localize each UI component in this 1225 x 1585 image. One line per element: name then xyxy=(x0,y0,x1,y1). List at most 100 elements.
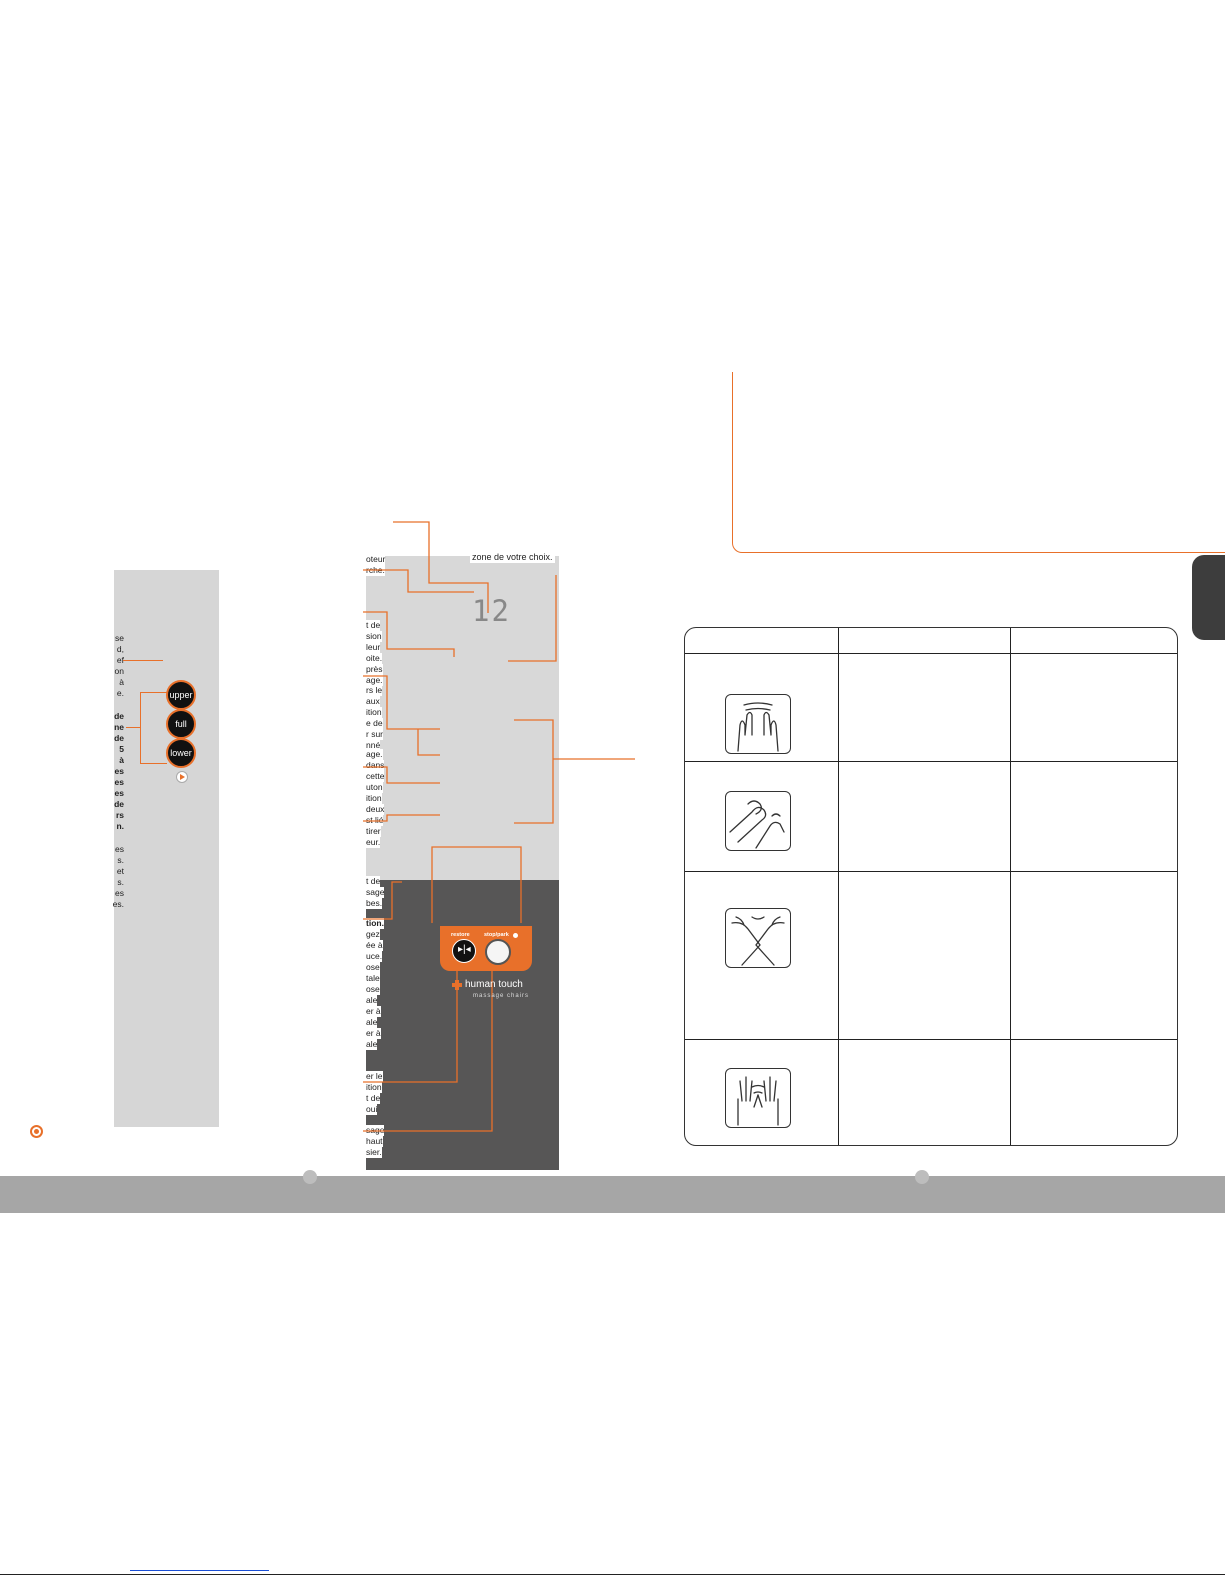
text-fragment: tirer xyxy=(366,826,381,837)
row-divider xyxy=(685,761,1177,762)
text-fragment: er le xyxy=(366,1071,383,1082)
text-fragment: sion xyxy=(366,631,382,642)
text-fragment: ale xyxy=(366,1017,378,1028)
stop-park-label: stop/park xyxy=(484,932,509,938)
text-fragment: s. xyxy=(117,877,124,887)
text-fragment: dans xyxy=(366,760,385,771)
text-fragment: rs le xyxy=(366,685,383,696)
text-fragment: de xyxy=(114,799,124,809)
text-fragment: ose xyxy=(366,984,380,995)
leader-line xyxy=(126,727,140,728)
text-fragment: eur. xyxy=(366,837,381,848)
fist-kneading-icon xyxy=(725,791,791,851)
status-led xyxy=(513,933,518,938)
text-fragment: et xyxy=(116,866,124,876)
palms-icon xyxy=(725,694,791,754)
text-fragment: ne xyxy=(114,722,124,732)
text-fragment: 5 xyxy=(119,744,124,754)
text-fragment: de xyxy=(114,711,124,721)
restore-label: restore xyxy=(451,932,470,938)
text-fragment: gez xyxy=(366,929,380,940)
footer-dot xyxy=(915,1170,929,1184)
row-divider xyxy=(685,871,1177,872)
text-fragment: à xyxy=(119,677,124,687)
text-fragment: deux xyxy=(366,804,385,815)
text-fragment: bes. xyxy=(366,898,383,909)
text-fragment: se xyxy=(115,633,124,643)
upper-button[interactable]: upper xyxy=(166,680,196,710)
buttons-bracket xyxy=(140,692,167,764)
text-fragment: haut xyxy=(366,1136,383,1147)
techniques-table xyxy=(684,627,1178,1146)
zone-text: zone de votre choix. xyxy=(470,552,555,563)
text-fragment: es xyxy=(115,888,124,898)
text-fragment: on xyxy=(114,666,124,676)
text-fragment: n. xyxy=(116,821,124,831)
full-label: full xyxy=(175,719,187,729)
chapter-tab xyxy=(1192,555,1225,640)
text-fragment: de xyxy=(114,733,124,743)
display-readout: 12 xyxy=(472,594,511,628)
hands-drawing xyxy=(731,916,785,966)
text-fragment: ée à xyxy=(366,940,383,951)
full-button[interactable]: full xyxy=(166,709,196,739)
text-fragment: ose xyxy=(366,962,380,973)
text-fragment: tale xyxy=(366,973,380,984)
lower-label: lower xyxy=(170,748,192,758)
text-fragment: cette xyxy=(366,771,385,782)
restore-button[interactable]: ▸|◂ xyxy=(452,939,476,963)
upper-label: upper xyxy=(169,690,193,700)
link-underline xyxy=(130,1570,269,1571)
leader-line xyxy=(123,660,163,661)
brand-cross-icon xyxy=(452,980,462,990)
text-fragment: uton xyxy=(366,782,383,793)
restore-icon: ▸|◂ xyxy=(458,944,471,955)
text-fragment: age. xyxy=(366,749,383,760)
text-fragment: oui xyxy=(366,1104,378,1115)
text-fragment: près xyxy=(366,664,383,675)
open-hands-icon xyxy=(725,1068,791,1128)
lower-button[interactable]: lower xyxy=(166,738,196,768)
open-hands-drawing xyxy=(737,1076,779,1126)
row-divider xyxy=(685,1039,1177,1040)
text-fragment: t de xyxy=(366,620,381,631)
text-fragment: ition xyxy=(366,1082,382,1093)
brand-name: human touch xyxy=(465,979,523,990)
text-fragment: t de xyxy=(366,876,381,887)
column-divider xyxy=(838,628,839,1145)
text-fragment: er à xyxy=(366,1028,381,1039)
text-fragment: oteur xyxy=(366,554,386,565)
text-fragment: sage xyxy=(366,887,385,898)
brand-subtitle: massage chairs xyxy=(473,993,530,999)
text-fragment: er à xyxy=(366,1006,381,1017)
footer-bar xyxy=(0,1176,1225,1213)
text-fragment: age. xyxy=(366,675,383,686)
text-fragment: sier. xyxy=(366,1147,382,1158)
text-fragment: e. xyxy=(116,688,124,698)
text-fragment: rs xyxy=(115,810,124,820)
indicator-icon xyxy=(176,771,188,783)
text-fragment: t de xyxy=(366,1093,381,1104)
text-fragment: e de xyxy=(366,718,383,729)
text-fragment: ale xyxy=(366,1039,378,1050)
stop-park-button[interactable] xyxy=(485,939,511,965)
info-box xyxy=(732,372,1225,553)
text-fragment: d, xyxy=(116,644,124,654)
text-fragment: es xyxy=(114,788,124,798)
text-fragment: ition xyxy=(366,707,382,718)
hands-icon xyxy=(725,908,791,968)
remote-upper-panel xyxy=(366,556,559,880)
text-fragment: es xyxy=(114,766,124,776)
text-fragment: aux xyxy=(366,696,380,707)
text-fragment: à xyxy=(119,755,124,765)
text-fragment: ale xyxy=(366,995,378,1006)
row-divider xyxy=(685,653,1177,654)
zone-panel xyxy=(114,570,219,1127)
text-fragment: es. xyxy=(112,899,124,909)
text-fragment: nné xyxy=(366,740,381,751)
text-fragment: uce. xyxy=(366,951,383,962)
text-fragment: es xyxy=(115,844,124,854)
footer-dot xyxy=(303,1170,317,1184)
text-fragment: es xyxy=(114,777,124,787)
text-fragment: ition xyxy=(366,793,382,804)
